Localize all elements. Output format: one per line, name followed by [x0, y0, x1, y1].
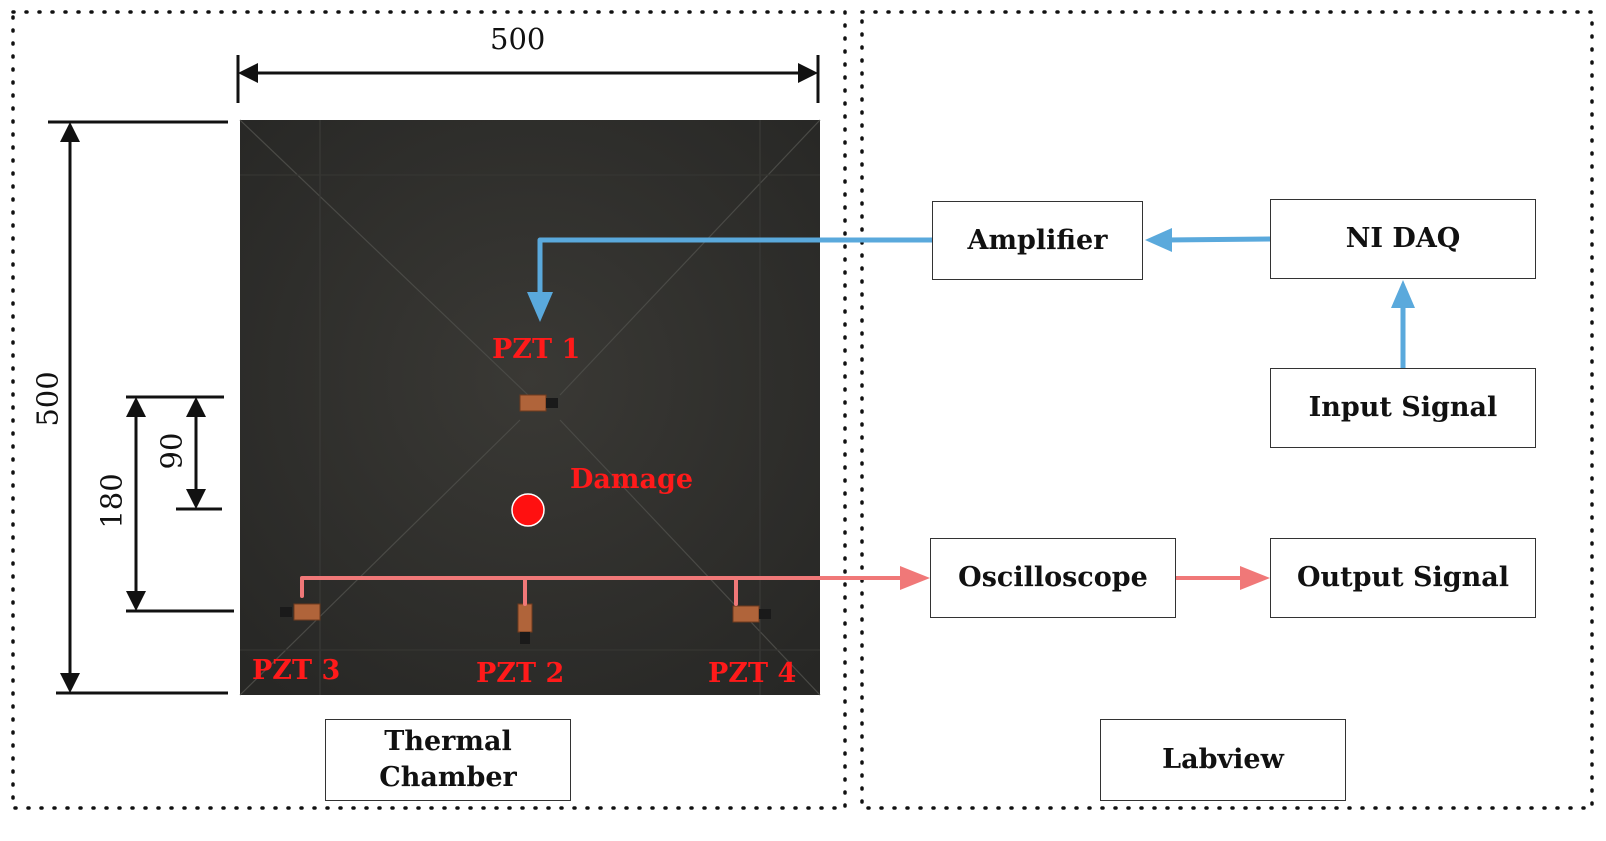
input-signal-label: Input Signal	[1308, 392, 1498, 423]
labview-block: Labview	[1100, 719, 1346, 801]
pzt3-sensor	[280, 603, 321, 621]
spacing-180-label: 180	[94, 473, 129, 529]
damage-marker	[511, 493, 545, 527]
damage-label: Damage	[570, 464, 694, 495]
amplifier-label: Amplifier	[967, 224, 1108, 256]
sensing-path	[300, 566, 1270, 606]
spacing-90-label: 90	[154, 432, 189, 470]
height-dimension	[48, 120, 228, 695]
excitation-path	[527, 228, 1415, 371]
output-signal-block: Output Signal	[1270, 538, 1536, 618]
output-signal-label: Output Signal	[1296, 562, 1510, 593]
thermal-chamber-region	[11, 10, 847, 810]
width-dimension	[236, 55, 820, 103]
spacing-180-dimension	[126, 395, 234, 613]
oscilloscope-label: Oscilloscope	[958, 562, 1148, 593]
pzt1-sensor	[519, 394, 558, 412]
pzt3-label: PZT 3	[252, 655, 341, 686]
ni-daq-label: NI DAQ	[1345, 223, 1461, 254]
input-signal-block: Input Signal	[1270, 368, 1536, 448]
thermal-chamber-label-line1: Thermal	[384, 726, 512, 757]
pzt1-label: PZT 1	[492, 334, 581, 365]
plate-width-label: 500	[490, 22, 546, 56]
thermal-chamber-block: Thermal Chamber	[325, 719, 571, 801]
pzt2-sensor	[517, 603, 533, 644]
plate-height-label: 500	[30, 371, 65, 427]
plate-guide-lines	[239, 119, 821, 696]
pzt2-label: PZT 2	[476, 658, 565, 689]
pzt4-sensor	[732, 605, 771, 623]
pzt4-label: PZT 4	[708, 658, 797, 689]
ni-daq-block: NI DAQ	[1270, 199, 1536, 279]
labview-label: Labview	[1162, 744, 1284, 775]
spacing-90-dimension	[176, 397, 222, 511]
oscilloscope-block: Oscilloscope	[930, 538, 1176, 618]
thermal-chamber-label-line2: Chamber	[379, 762, 517, 793]
labview-region	[860, 10, 1594, 810]
amplifier-block: Amplifier	[932, 201, 1143, 280]
